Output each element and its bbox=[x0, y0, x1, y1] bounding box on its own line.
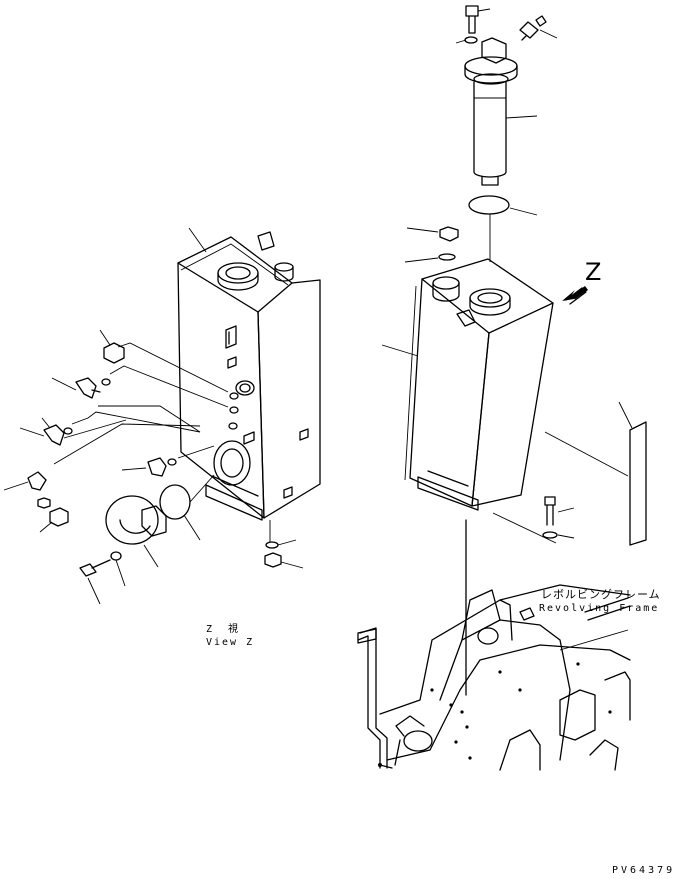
view-subtitle: View Z bbox=[206, 637, 255, 648]
adapter bbox=[39, 507, 69, 533]
tank-mount-washer bbox=[542, 531, 575, 539]
top-bolt bbox=[465, 5, 491, 34]
hydraulic-tank-right bbox=[381, 258, 629, 544]
revolving-frame bbox=[357, 584, 631, 771]
breather-fitting bbox=[519, 15, 558, 41]
drawing-number: PV64379 bbox=[612, 865, 676, 876]
view-z-arrow bbox=[562, 286, 588, 305]
filter-cap bbox=[464, 37, 518, 85]
suction-flange bbox=[105, 495, 167, 568]
top-washer bbox=[455, 36, 478, 44]
filter-gasket bbox=[468, 195, 538, 216]
view-arrow-label: Z bbox=[585, 258, 602, 286]
flange-washer bbox=[110, 551, 126, 587]
filter-element bbox=[473, 81, 538, 186]
left-tank-mount-washer bbox=[265, 539, 297, 549]
side-cover-plate bbox=[618, 401, 647, 546]
o-ring-1 bbox=[101, 378, 111, 386]
filler-cap bbox=[406, 226, 459, 242]
tank-mount-bolt bbox=[544, 496, 575, 526]
view-title: Z 視 bbox=[206, 624, 242, 635]
plug bbox=[37, 497, 51, 509]
frame-label-en: Revolving Frame bbox=[539, 603, 660, 614]
filler-gasket bbox=[404, 253, 456, 263]
o-ring-3 bbox=[167, 458, 177, 466]
frame-label-jp: レボルビングフレーム bbox=[541, 588, 661, 601]
flange-bolt bbox=[79, 559, 111, 605]
elbow-fitting-5 bbox=[121, 457, 167, 477]
left-tank-mount-nut bbox=[264, 552, 304, 569]
elbow-fitting-3 bbox=[19, 417, 65, 446]
hydraulic-tank-left bbox=[177, 227, 321, 521]
o-ring-2 bbox=[63, 427, 73, 435]
elbow-fitting-2 bbox=[51, 377, 101, 399]
elbow-fitting-1 bbox=[99, 329, 125, 364]
elbow-fitting-4 bbox=[3, 471, 47, 491]
